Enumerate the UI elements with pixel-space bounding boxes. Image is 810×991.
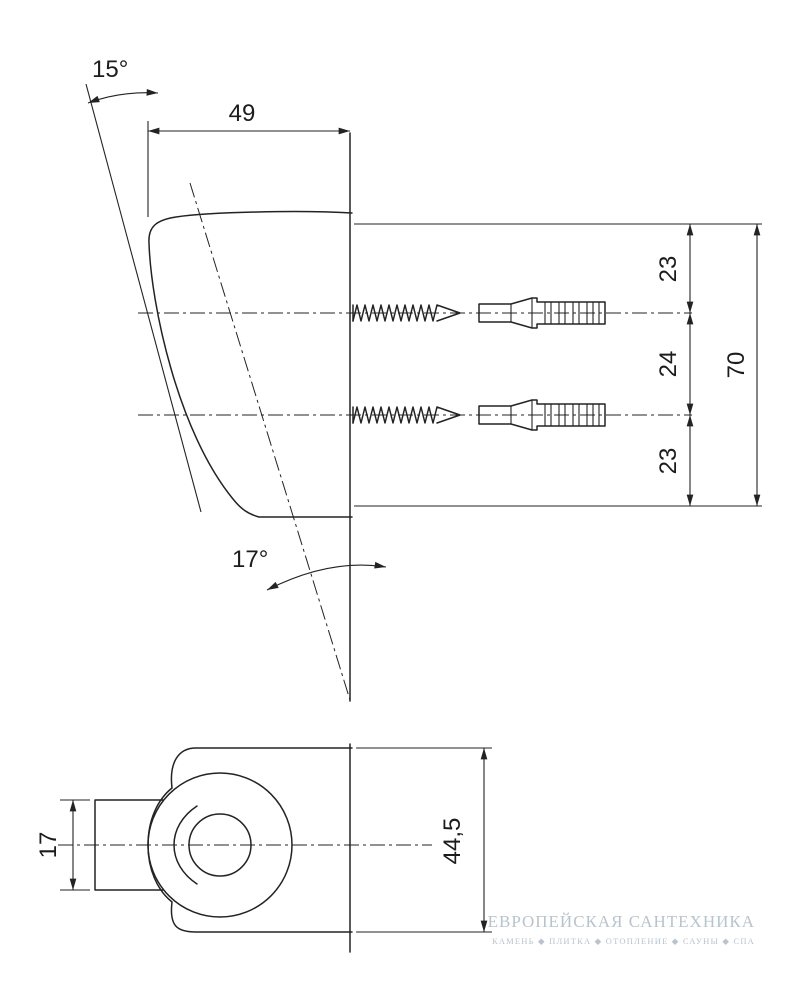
dim-label-70: 70 <box>723 352 750 379</box>
dim-label-44-5: 44,5 <box>439 818 466 865</box>
dim-depth-44-5: 44,5 <box>356 747 492 933</box>
side-view: 49 15° 17° <box>85 56 762 702</box>
watermark: ЕВРОПЕЙСКАЯ САНТЕХНИКА КАМЕНЬ ◆ ПЛИТКА ◆… <box>488 912 755 946</box>
holder-side-outline <box>148 210 353 518</box>
screw-anchor-lower <box>138 399 692 431</box>
dim-pin-17: 17 <box>35 799 90 891</box>
watermark-subtitle: КАМЕНЬ ◆ ПЛИТКА ◆ ОТОПЛЕНИЕ ◆ САУНЫ ◆ СП… <box>492 936 755 946</box>
tilt-centerline <box>189 182 351 701</box>
slant-reference-line <box>85 83 202 513</box>
dim-label-17: 17 <box>35 832 62 859</box>
dim-label-49: 49 <box>229 100 256 127</box>
dim-heights: 23 24 23 70 <box>354 223 762 507</box>
dim-angle-17: 17° <box>189 182 387 701</box>
angle-arc-15 <box>87 89 159 104</box>
screw-anchor-upper <box>138 297 692 329</box>
dim-label-23-bottom: 23 <box>655 448 682 475</box>
dim-label-24: 24 <box>655 351 682 378</box>
watermark-title: ЕВРОПЕЙСКАЯ САНТЕХНИКА <box>488 912 755 931</box>
dim-label-23-top: 23 <box>655 256 682 283</box>
dim-label-15deg: 15° <box>92 56 128 83</box>
dim-width-49: 49 <box>147 100 350 217</box>
angle-arc-17 <box>266 561 387 591</box>
dim-label-17deg: 17° <box>232 546 268 573</box>
plan-view: 17 44,5 <box>35 743 492 953</box>
dim-angle-15: 15° <box>85 56 202 513</box>
